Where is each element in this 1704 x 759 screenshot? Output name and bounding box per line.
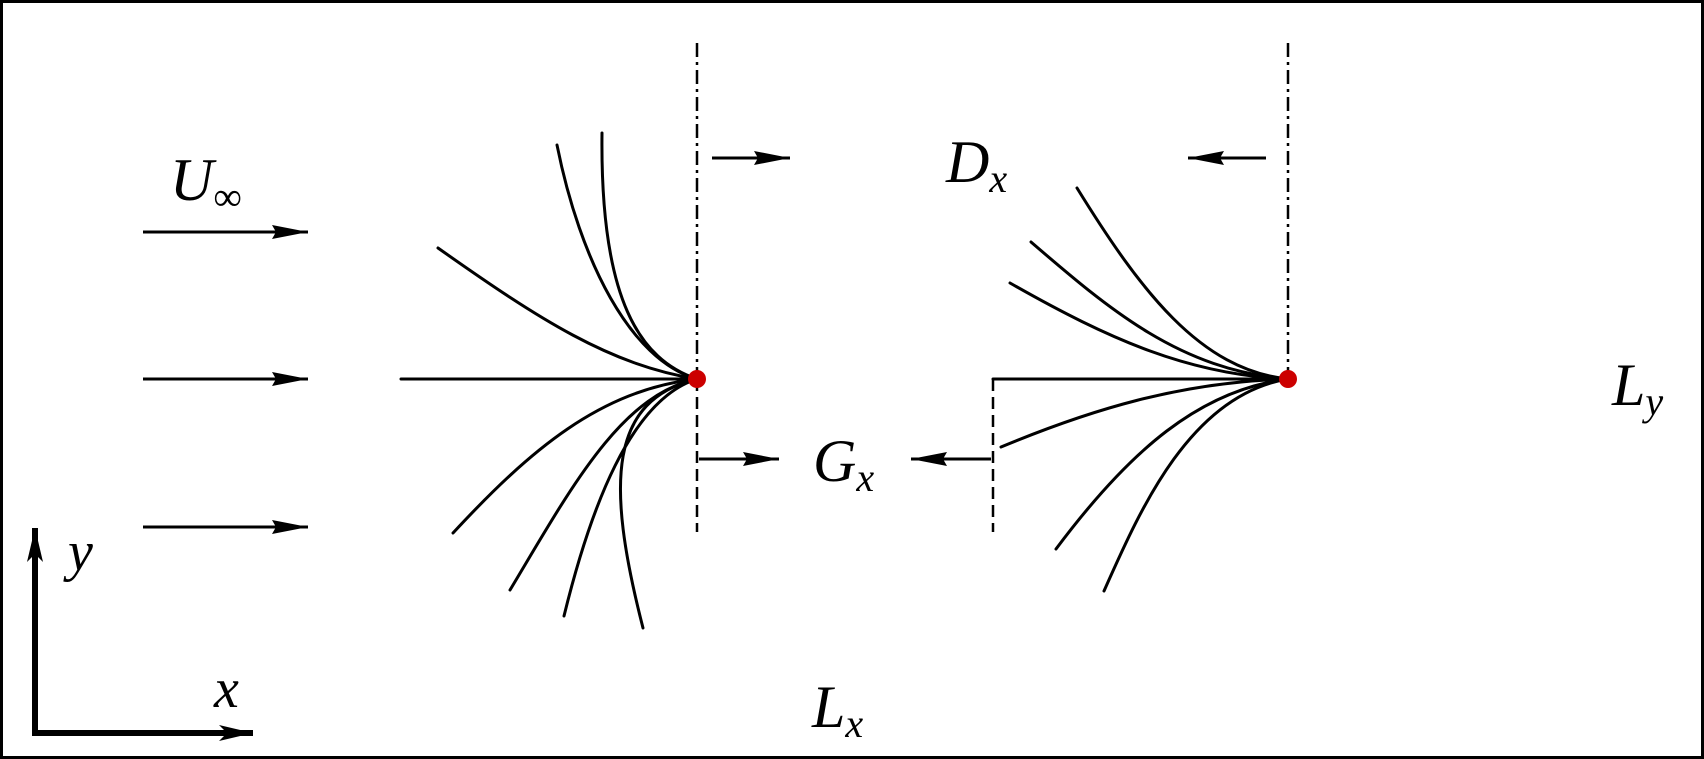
freestream-arrows — [143, 225, 308, 534]
x-axis-label: x — [213, 658, 239, 720]
right-filament — [1029, 240, 1290, 381]
left-anchor-point — [688, 370, 706, 388]
right-filament — [999, 377, 1290, 449]
coordinate-axes: x y — [27, 521, 253, 741]
left-filament — [555, 143, 699, 381]
ly-label: Ly — [1611, 352, 1663, 424]
left-flap — [399, 43, 706, 630]
left-filament — [562, 377, 699, 618]
right-anchor-point — [1279, 370, 1297, 388]
right-filament — [1075, 186, 1290, 381]
left-filament — [600, 131, 699, 381]
right-filament — [1102, 377, 1290, 593]
lx-label: Lx — [811, 674, 863, 746]
right-flap — [991, 43, 1297, 593]
y-axis-label: y — [63, 521, 93, 583]
left-filament — [508, 377, 699, 592]
right-filament — [1054, 377, 1290, 551]
left-filament — [436, 246, 699, 381]
left-filament — [451, 377, 699, 535]
dx-label: Dx — [945, 129, 1007, 201]
left-filament — [618, 377, 699, 630]
gx-label: Gx — [813, 428, 874, 500]
freestream-label: U∞ — [170, 147, 242, 219]
right-filament — [1008, 281, 1290, 381]
